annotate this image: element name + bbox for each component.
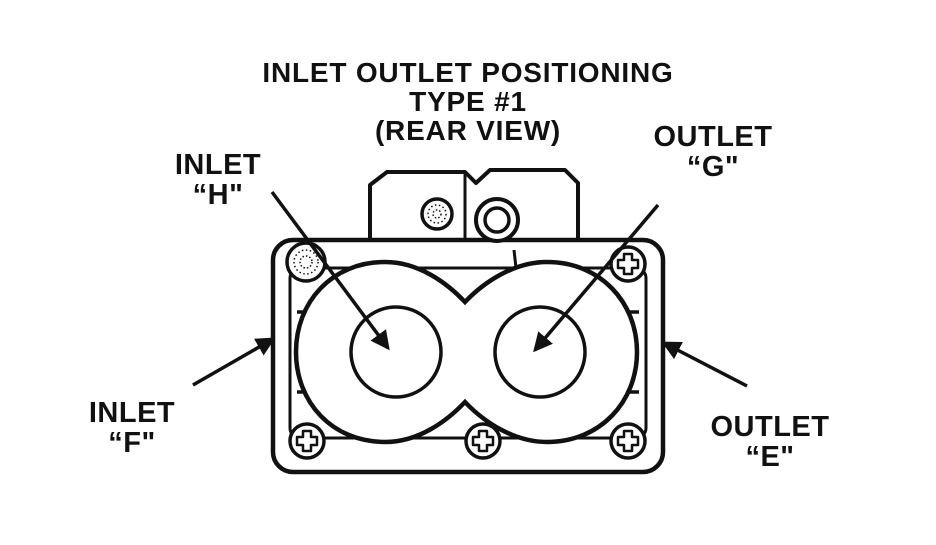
title-line-3: (REAR VIEW): [374, 115, 562, 147]
label-inlet-f-letter: “F": [108, 427, 156, 460]
arrow-icon-outlet-g: [533, 203, 660, 353]
arrow-icon-inlet-f: [192, 337, 276, 387]
label-outlet-e-letter: “E": [745, 441, 795, 474]
label-outlet-g-letter: “G": [686, 151, 740, 184]
title-line-1: INLET OUTLET POSITIONING: [262, 57, 674, 88]
arrow-icon-outlet-e: [661, 341, 748, 388]
fitting-ring-icon: [474, 197, 520, 243]
arrow-icon-inlet-h: [270, 190, 390, 351]
outlet-port-circle: [493, 305, 587, 399]
phillips-screw-icon: [464, 422, 502, 460]
phillips-screw-icon: [288, 422, 326, 460]
title-line-2: TYPE #1: [409, 86, 527, 118]
small-tab: [512, 249, 518, 269]
label-outlet-e-name: OUTLET: [710, 411, 830, 443]
label-outlet-e: OUTLET “E": [690, 412, 850, 472]
top-plug-icon: [420, 197, 454, 231]
diagram-title: INLET OUTLET POSITIONING TYPE #1 (REAR V…: [168, 58, 768, 145]
label-inlet-h-name: INLET: [174, 149, 262, 181]
label-outlet-g-name: OUTLET: [653, 121, 773, 153]
label-outlet-g: OUTLET “G": [638, 122, 788, 182]
inlet-port-circle: [349, 305, 443, 399]
plugged-port-icon: [285, 241, 327, 283]
phillips-screw-icon: [609, 422, 647, 460]
label-inlet-f-name: INLET: [88, 397, 176, 429]
label-inlet-h-letter: “H": [192, 179, 244, 212]
phillips-screw-icon: [609, 245, 647, 283]
label-inlet-h: INLET “H": [148, 150, 288, 210]
label-inlet-f: INLET “F": [62, 398, 202, 458]
